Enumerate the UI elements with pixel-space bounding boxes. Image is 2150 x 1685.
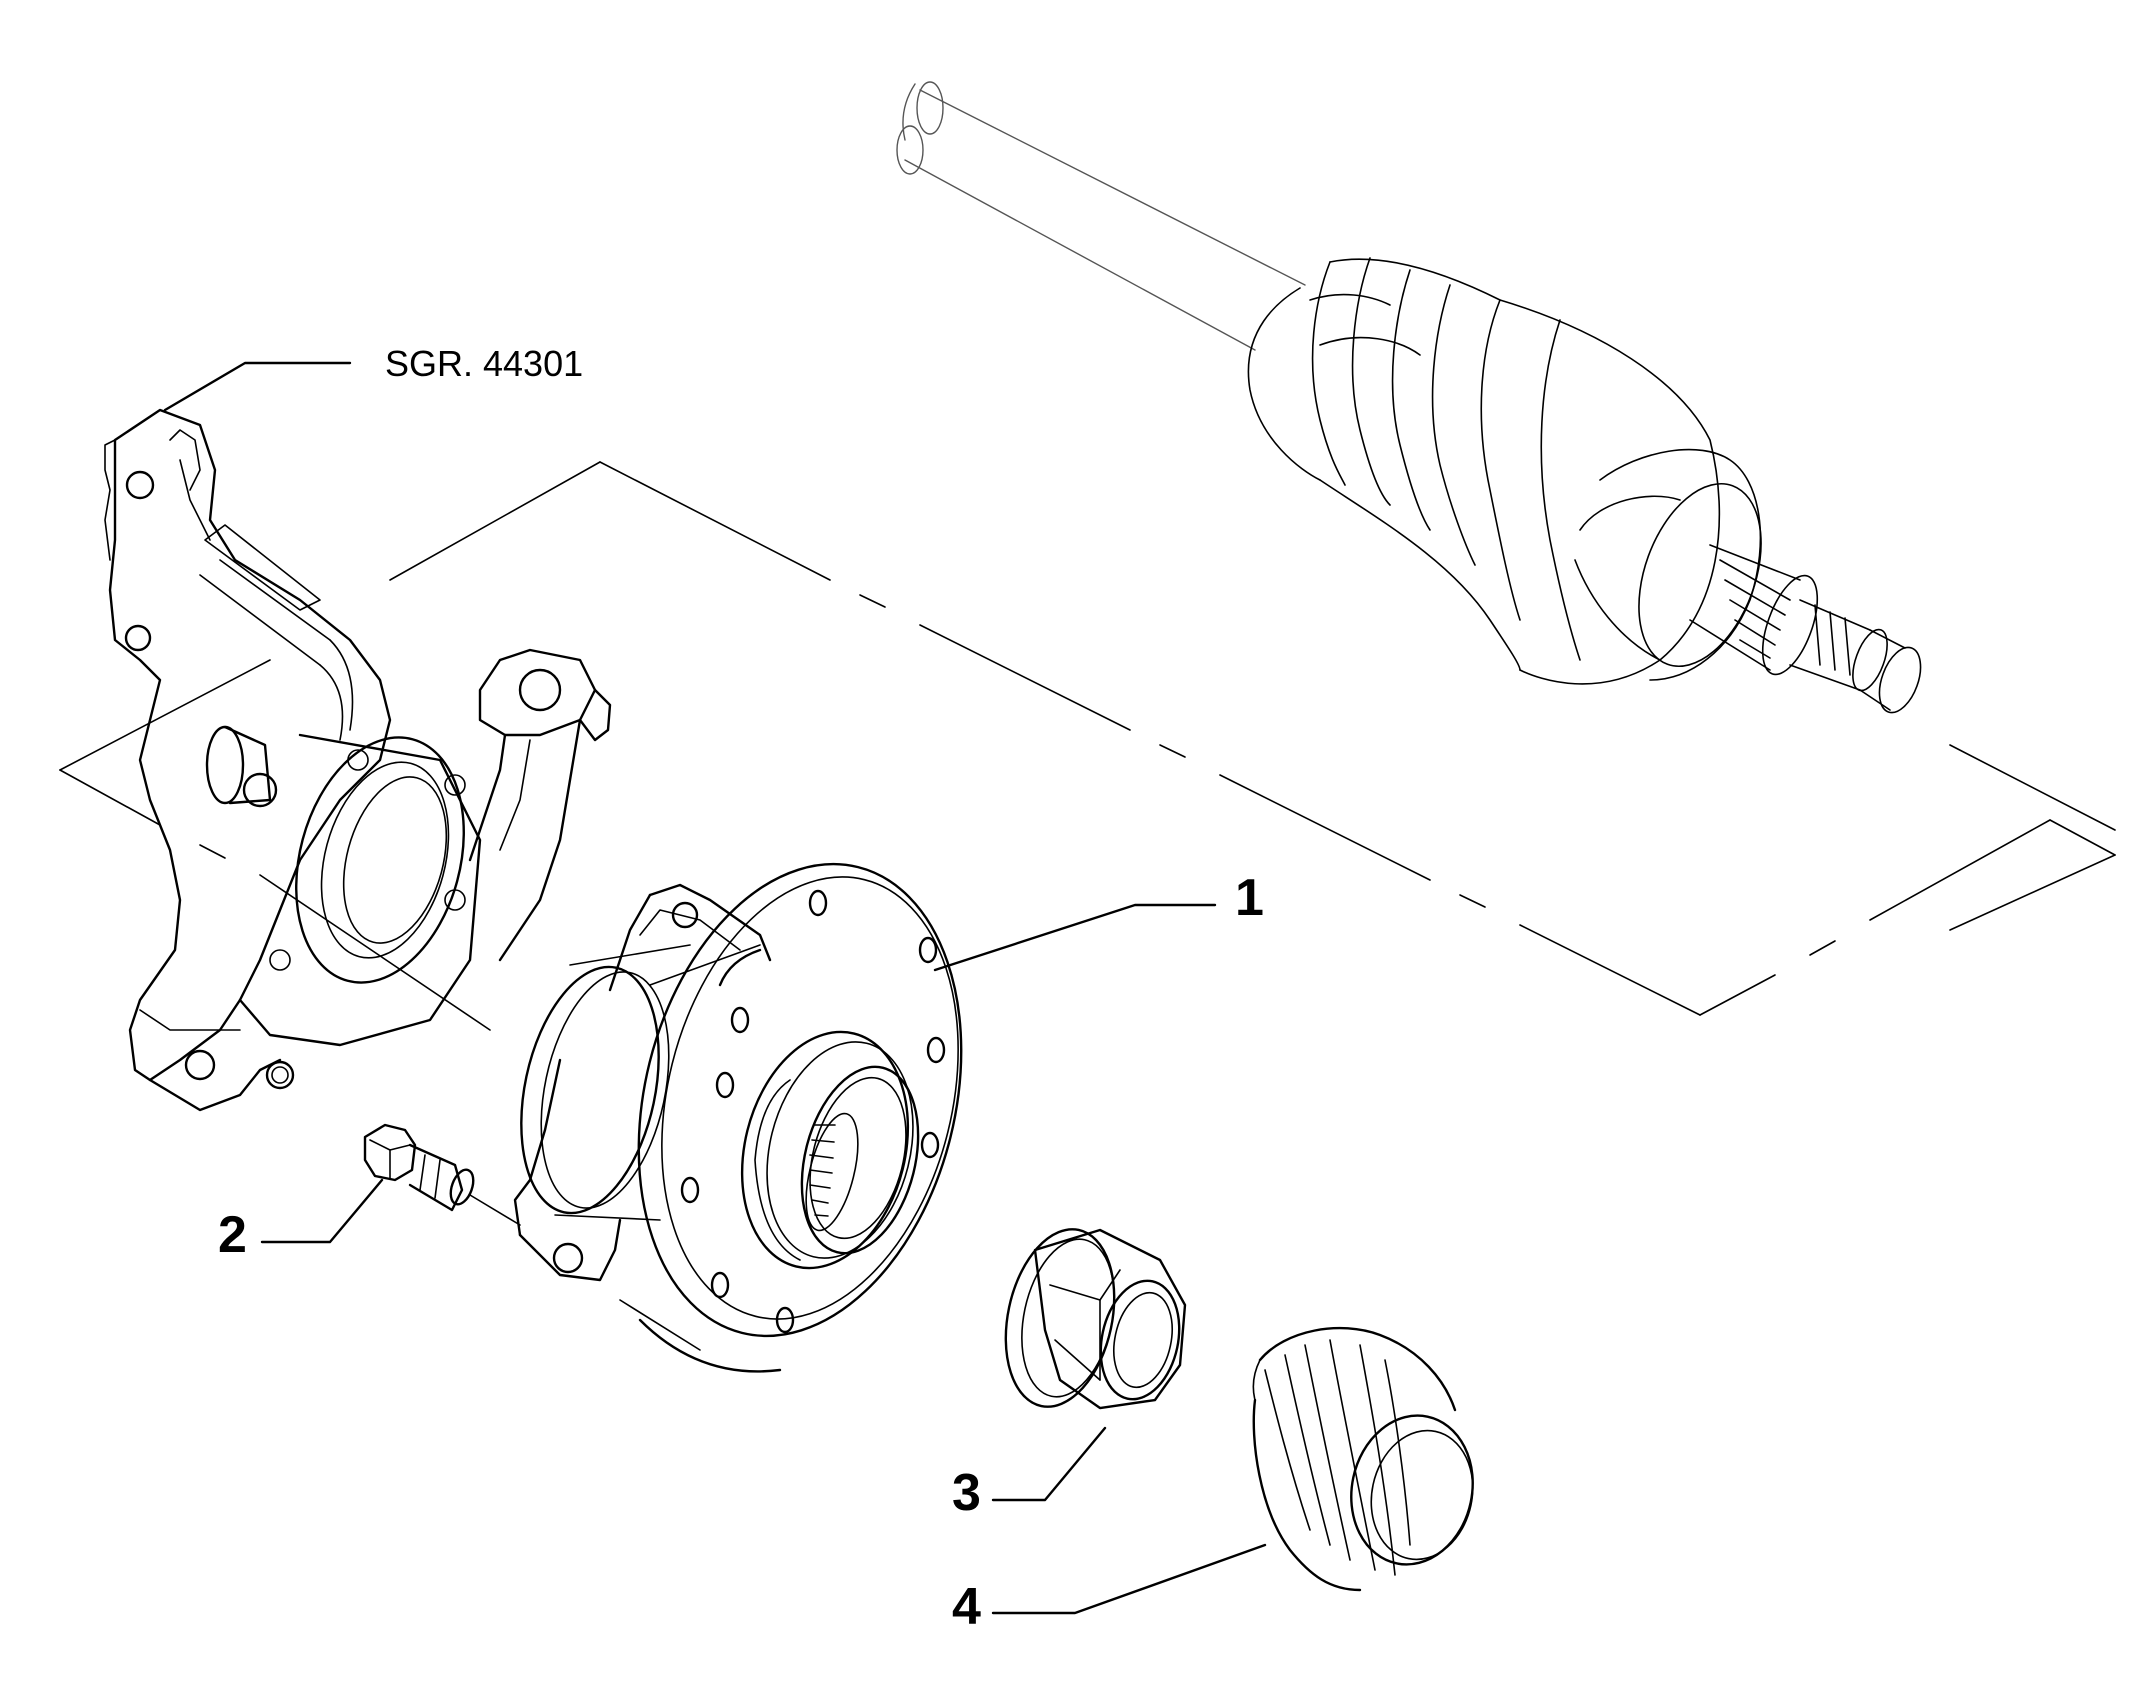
leader-part-2: [260, 1178, 384, 1244]
outer-joint-housing: [1574, 448, 1762, 681]
splined-stub: [1689, 544, 1922, 714]
drive-shaft-drawing: [896, 81, 1922, 714]
assembly-centre-line: [59, 461, 2116, 1031]
leader-part-4: [991, 1543, 1267, 1615]
callout-leaders: [163, 361, 1267, 1615]
cv-joint-boot: [1247, 257, 1721, 685]
hex-bolt: [363, 1123, 521, 1226]
shaft-bar: [896, 81, 1306, 351]
sgr-reference-label: SGR. 44301: [385, 343, 583, 384]
part-label-1: 1: [1235, 869, 1264, 927]
hub-nut: [1004, 1228, 1187, 1410]
part-label-2: 2: [218, 1206, 247, 1264]
wheel-hub-flange: [513, 862, 963, 1373]
part-label-4: 4: [952, 1578, 981, 1636]
leader-part-1: [933, 903, 1217, 972]
leader-sgr: [163, 361, 352, 412]
dust-cap: [1252, 1326, 1474, 1592]
callout-labels: SGR. 44301 1 2 3 4: [218, 343, 1264, 1636]
leader-part-3: [991, 1426, 1107, 1502]
steering-knuckle: [104, 408, 612, 1112]
part-label-3: 3: [952, 1464, 981, 1522]
